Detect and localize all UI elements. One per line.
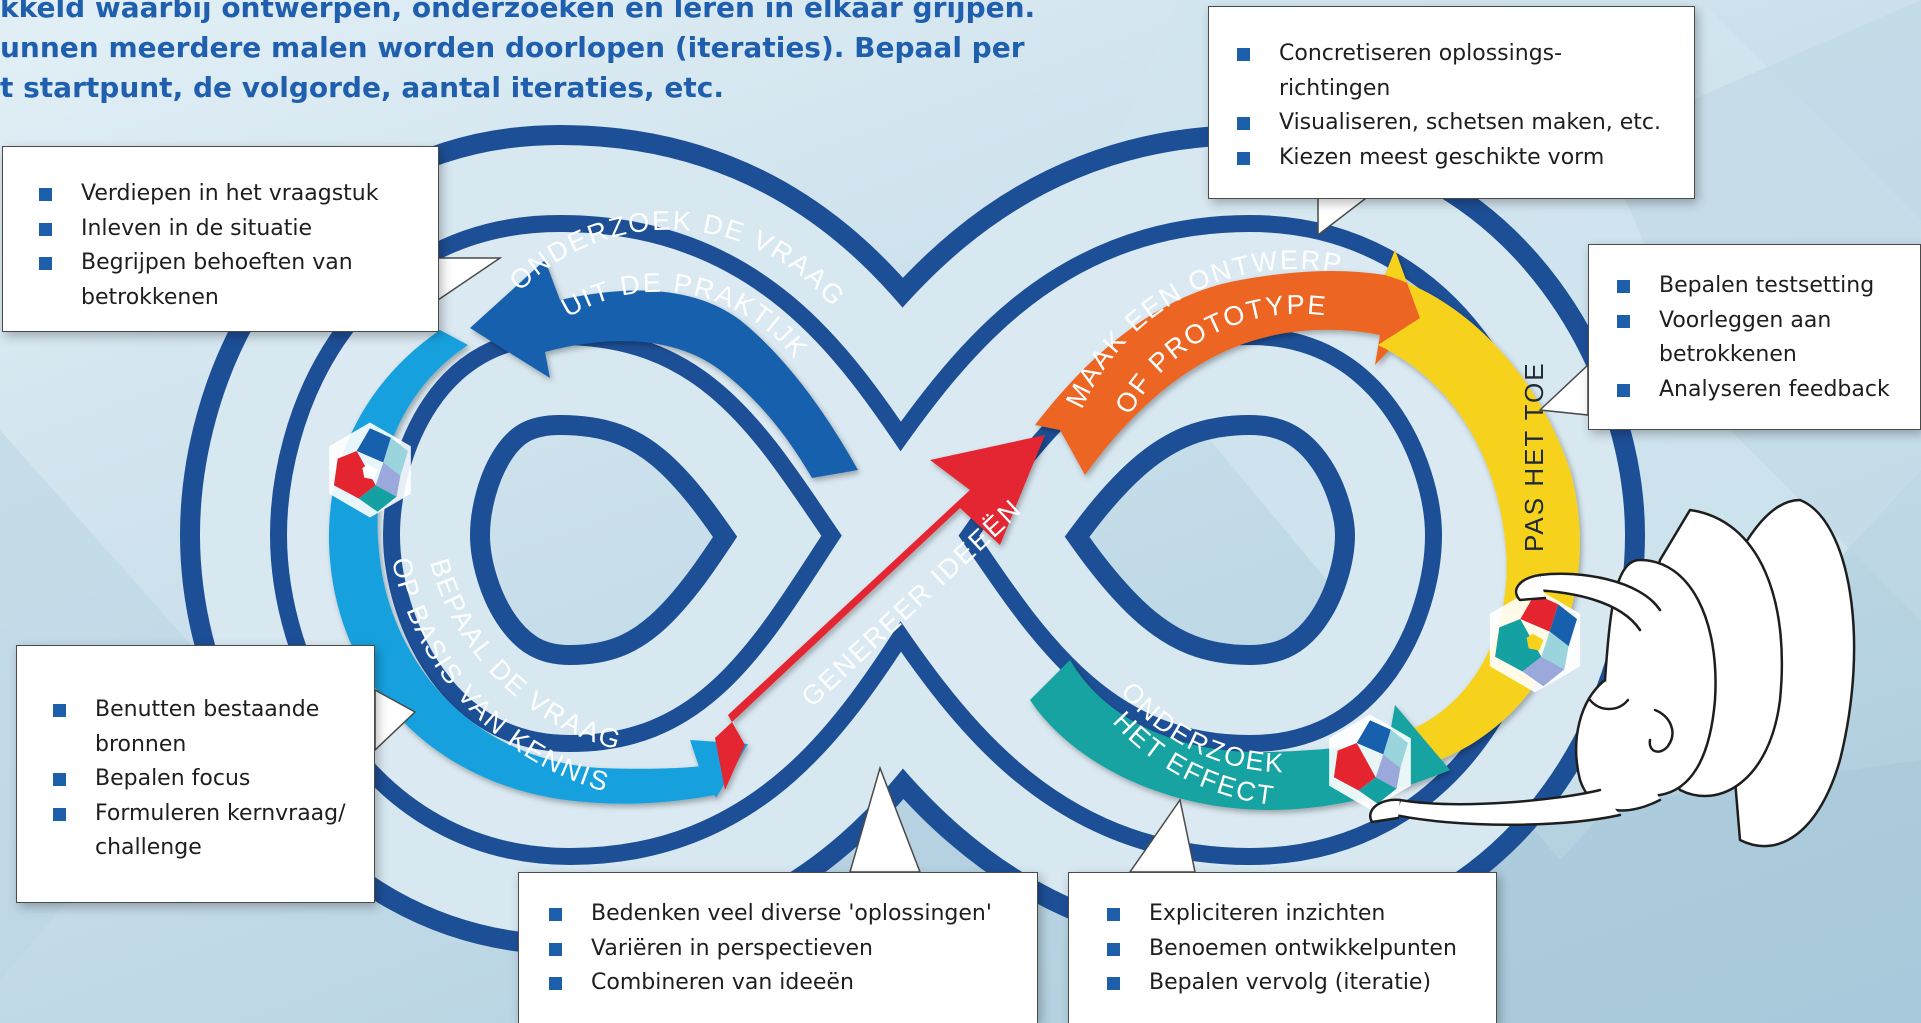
arrow-genereer-ideeen bbox=[715, 435, 1045, 790]
arrow-bepaal-de-vraag bbox=[328, 330, 745, 804]
person-illustration bbox=[1369, 498, 1856, 848]
callout-tails bbox=[374, 194, 1589, 873]
callout-genereer: Bedenken veel diverse 'oplossingen' Vari… bbox=[518, 872, 1038, 1023]
callout-item: Voorleggen aan betrokkenen bbox=[1617, 304, 1889, 373]
callout-item: Combineren van ideeën bbox=[549, 966, 1027, 1001]
callout-item: Bepalen testsetting bbox=[1617, 269, 1916, 304]
callout-item: Bepalen vervolg (iteratie) bbox=[1107, 966, 1486, 1001]
callout-item: Benutten bestaande bronnen bbox=[53, 693, 355, 762]
intro-line: kkeld waarbij ontwerpen, onderzoeken en … bbox=[0, 0, 1036, 24]
callout-item: Formuleren kernvraag/ challenge bbox=[53, 797, 365, 866]
hexagon-logo-icon bbox=[1489, 587, 1581, 693]
intro-line: t startpunt, de volgorde, aantal iterati… bbox=[0, 71, 724, 104]
callout-effect: Expliciteren inzichten Benoemen ontwikke… bbox=[1068, 872, 1497, 1023]
intro-text: kkeld waarbij ontwerpen, onderzoeken en … bbox=[0, 0, 1036, 108]
callout-item: Variëren in perspectieven bbox=[549, 932, 1027, 967]
callout-onderzoek-vraag: Verdiepen in het vraagstuk Inleven in de… bbox=[2, 146, 439, 332]
callout-item: Expliciteren inzichten bbox=[1107, 897, 1486, 932]
callout-item: Concretiseren oplossings-richtingen bbox=[1237, 37, 1599, 106]
label-pas-het-toe: PAS HET TOE bbox=[1519, 361, 1549, 552]
callout-ontwerp: Concretiseren oplossings-richtingen Visu… bbox=[1208, 6, 1695, 199]
callout-item: Verdiepen in het vraagstuk bbox=[39, 177, 418, 212]
arrow-onderzoek-de-vraag bbox=[470, 260, 858, 478]
callout-item: Kiezen meest geschikte vorm bbox=[1237, 141, 1674, 176]
callout-item: Visualiseren, schetsen maken, etc. bbox=[1237, 106, 1674, 141]
callout-item: Inleven in de situatie bbox=[39, 212, 418, 247]
hexagon-logo-icon bbox=[329, 422, 411, 518]
callout-item: Begrijpen behoeften van betrokkenen bbox=[39, 246, 381, 315]
callout-bepaal-vraag: Benutten bestaande bronnen Bepalen focus… bbox=[16, 645, 375, 903]
arrow-ontwerp bbox=[1010, 250, 1420, 475]
intro-line: unnen meerdere malen worden doorlopen (i… bbox=[0, 31, 1025, 64]
callout-pas-toe: Bepalen testsetting Voorleggen aan betro… bbox=[1588, 244, 1921, 430]
callout-item: Analyseren feedback bbox=[1617, 373, 1916, 408]
callout-item: Bedenken veel diverse 'oplossingen' bbox=[549, 897, 1027, 932]
callout-item: Bepalen focus bbox=[53, 762, 358, 797]
hexagon-logo-icon bbox=[1329, 714, 1411, 810]
callout-item: Benoemen ontwikkelpunten bbox=[1107, 932, 1486, 967]
